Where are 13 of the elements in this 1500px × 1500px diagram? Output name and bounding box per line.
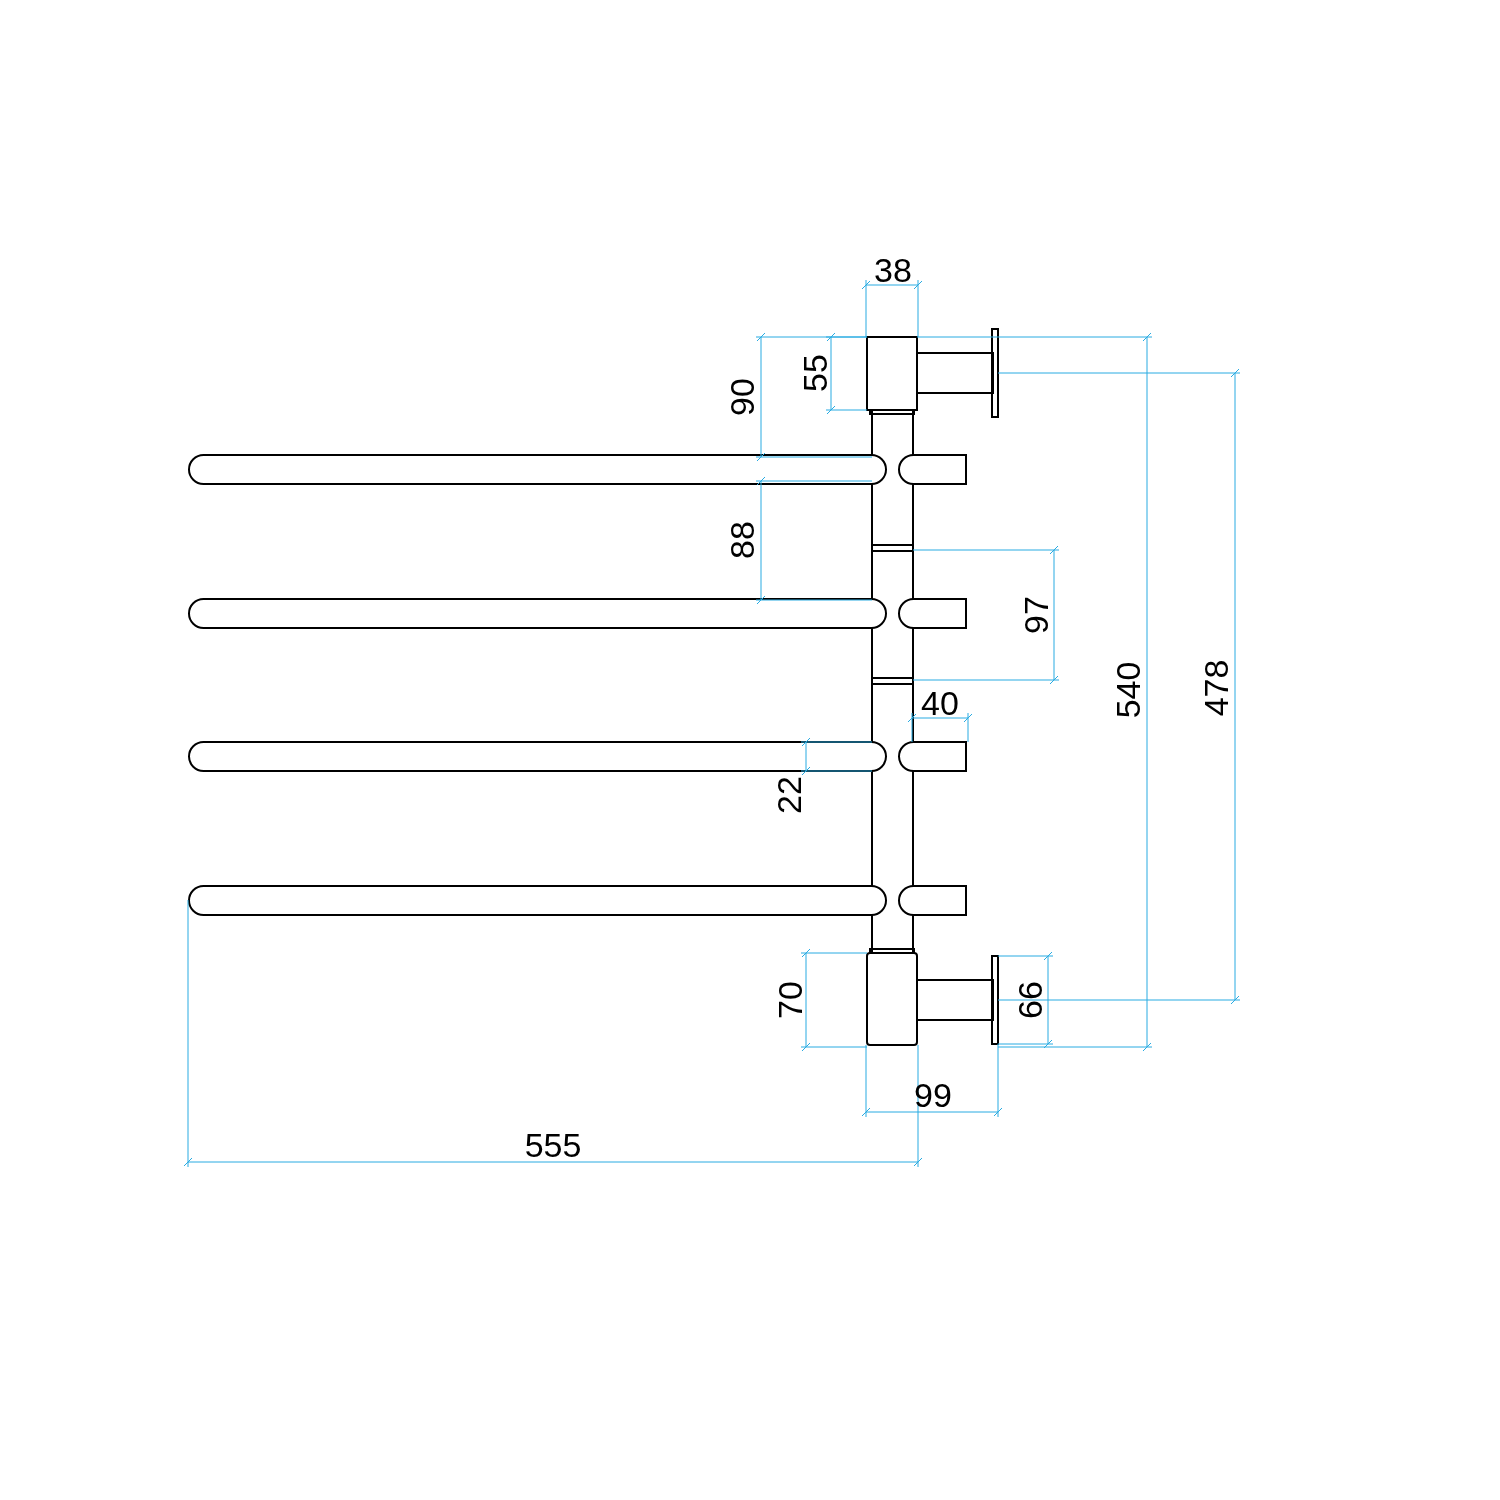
dimension-label: 97 [1019, 596, 1053, 634]
dimension-label: 66 [1013, 981, 1047, 1019]
dimension-label: 38 [874, 253, 912, 287]
dimension-label: 90 [725, 378, 759, 416]
dimension-label: 555 [524, 1128, 582, 1162]
dimension-label: 88 [725, 521, 759, 559]
dimension-label: 22 [772, 776, 806, 814]
dimension-label: 40 [921, 686, 959, 720]
dimension-label: 70 [773, 981, 807, 1019]
dimension-label: 478 [1199, 659, 1233, 717]
dimension-label: 540 [1111, 661, 1145, 719]
dimension-label: 99 [914, 1078, 952, 1112]
dimension-label: 55 [798, 354, 832, 392]
